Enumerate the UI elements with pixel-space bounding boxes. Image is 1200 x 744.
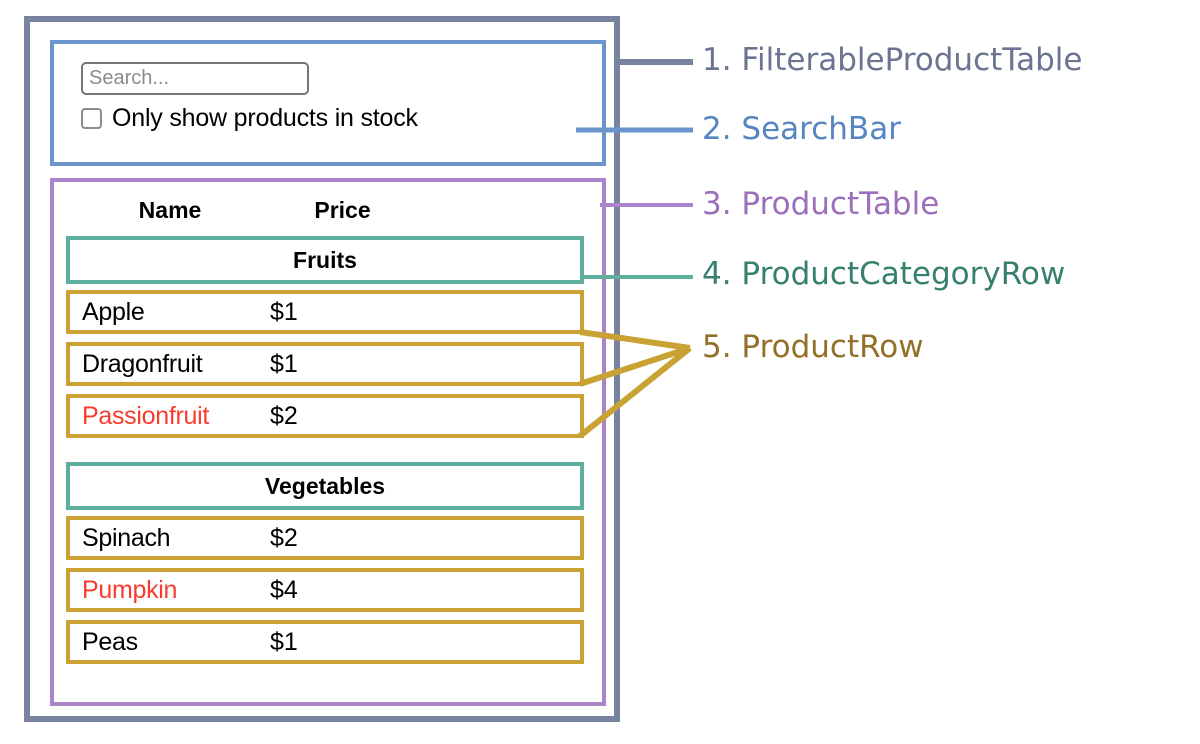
group-spacer [66, 446, 584, 462]
in-stock-checkbox-label: Only show products in stock [112, 104, 418, 132]
product-price: $1 [270, 349, 298, 378]
category-label: Fruits [293, 246, 357, 273]
product-name: Peas [82, 627, 138, 656]
product-row[interactable]: Apple $1 [66, 290, 584, 334]
column-header-name: Name [138, 196, 202, 223]
product-name: Pumpkin [82, 575, 178, 604]
product-price: $1 [270, 627, 298, 656]
search-bar: Only show products in stock [50, 40, 606, 166]
product-rows-area: Fruits Apple $1 Dragonfruit $1 Passionfr… [66, 236, 584, 672]
product-price: $1 [270, 297, 298, 326]
annotation-label-product-table: 3. ProductTable [702, 186, 940, 222]
product-row[interactable]: Pumpkin $4 [66, 568, 584, 612]
in-stock-checkbox[interactable] [81, 108, 102, 129]
product-category-row: Vegetables [66, 462, 584, 510]
product-row[interactable]: Spinach $2 [66, 516, 584, 560]
product-name: Apple [82, 297, 145, 326]
product-price: $2 [270, 401, 298, 430]
annotation-label-product-row: 5. ProductRow [702, 329, 924, 365]
stock-filter-row[interactable]: Only show products in stock [81, 106, 418, 131]
annotation-label-search-bar: 2. SearchBar [702, 111, 901, 147]
filterable-product-table: Only show products in stock Name Price F… [24, 16, 620, 722]
annotation-label-filterable-product-table: 1. FilterableProductTable [702, 42, 1083, 78]
product-row[interactable]: Passionfruit $2 [66, 394, 584, 438]
product-table: Name Price Fruits Apple $1 Dragonfruit $… [50, 178, 606, 706]
product-category-row: Fruits [66, 236, 584, 284]
column-header-price: Price [314, 196, 371, 223]
product-price: $4 [270, 575, 298, 604]
annotation-label-product-category-row: 4. ProductCategoryRow [702, 256, 1066, 292]
product-name: Passionfruit [82, 401, 210, 430]
product-price: $2 [270, 523, 298, 552]
product-name: Spinach [82, 523, 171, 552]
product-row[interactable]: Peas $1 [66, 620, 584, 664]
product-row[interactable]: Dragonfruit $1 [66, 342, 584, 386]
product-name: Dragonfruit [82, 349, 203, 378]
category-label: Vegetables [264, 472, 386, 499]
table-header-row: Name Price [54, 190, 602, 230]
search-input[interactable] [81, 62, 309, 95]
